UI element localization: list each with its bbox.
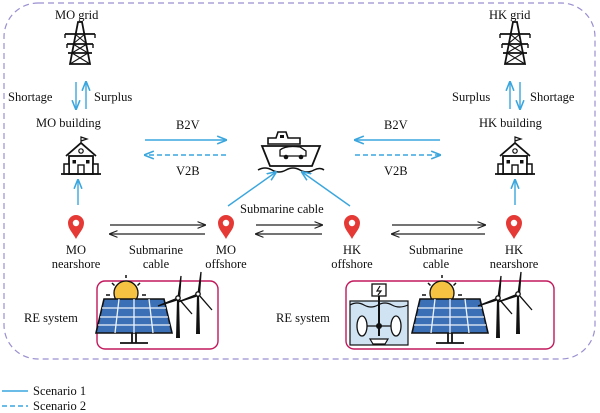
hk-re-system-label: RE system bbox=[276, 311, 330, 325]
mo-offshore-line2: offshore bbox=[205, 257, 247, 271]
mo-nearshore-line1: MO bbox=[65, 243, 87, 257]
legend-scenario-2-label: Scenario 2 bbox=[33, 399, 87, 413]
mo-building-icon bbox=[60, 136, 102, 175]
mo-shortage-label: Shortage bbox=[8, 90, 53, 104]
hk-offshore-line1: HK bbox=[342, 243, 362, 257]
hk-offshore-line2: offshore bbox=[331, 257, 373, 271]
mo-nearshore-line2: nearshore bbox=[51, 257, 101, 271]
hk-surplus-label: Surplus bbox=[452, 90, 491, 104]
mo-building-label: MO building bbox=[36, 116, 101, 130]
hk-offshore-to-ship-arrow bbox=[302, 172, 351, 207]
tidal-turbine-icon bbox=[349, 283, 409, 346]
left-cable-label: Submarine cable bbox=[118, 243, 194, 271]
hk-nearshore-label: HK nearshore bbox=[479, 243, 549, 271]
right-b2v-label: B2V bbox=[384, 118, 408, 132]
right-cable-label: Submarine cable bbox=[398, 243, 474, 271]
hk-shortage-label: Shortage bbox=[530, 90, 575, 104]
mo-grid-label: MO grid bbox=[55, 8, 99, 22]
mo-nearshore-pin-icon bbox=[68, 215, 84, 239]
left-v2b-label: V2B bbox=[176, 164, 200, 178]
mo-offshore-line1: MO bbox=[215, 243, 237, 257]
hk-nearshore-line1: HK bbox=[504, 243, 524, 257]
hk-grid-label: HK grid bbox=[489, 8, 531, 22]
hk-re-system-box bbox=[345, 280, 555, 350]
mo-re-system-box bbox=[96, 280, 219, 350]
right-cable-line2: cable bbox=[422, 257, 450, 271]
mo-nearshore-label: MO nearshore bbox=[41, 243, 111, 271]
hk-building-icon bbox=[494, 136, 536, 175]
legend-scenario-1-label: Scenario 1 bbox=[33, 384, 87, 398]
hk-solar-panel-icon bbox=[411, 274, 489, 344]
hk-nearshore-line2: nearshore bbox=[489, 257, 539, 271]
right-v2b-label: V2B bbox=[384, 164, 408, 178]
mo-offshore-label: MO offshore bbox=[191, 243, 261, 271]
mo-offshore-to-ship-arrow bbox=[227, 172, 276, 207]
hk-grid-pylon-icon bbox=[499, 21, 531, 65]
hk-offshore-pin-icon bbox=[344, 215, 360, 239]
mo-offshore-pin-icon bbox=[218, 215, 234, 239]
left-cable-line2: cable bbox=[142, 257, 170, 271]
right-cable-line1: Submarine bbox=[408, 243, 464, 257]
left-cable-line1: Submarine bbox=[128, 243, 184, 257]
electric-ship-icon bbox=[257, 131, 325, 173]
hk-offshore-label: HK offshore bbox=[317, 243, 387, 271]
system-boundary bbox=[3, 2, 596, 360]
center-cable-label: Submarine cable bbox=[240, 202, 324, 216]
hk-nearshore-pin-icon bbox=[506, 215, 522, 239]
mo-re-system-label: RE system bbox=[24, 311, 78, 325]
mo-solar-panel-icon bbox=[95, 274, 173, 344]
hk-building-label: HK building bbox=[479, 116, 542, 130]
mo-surplus-label: Surplus bbox=[94, 90, 133, 104]
mo-grid-pylon-icon bbox=[64, 21, 96, 65]
left-b2v-label: B2V bbox=[176, 118, 200, 132]
